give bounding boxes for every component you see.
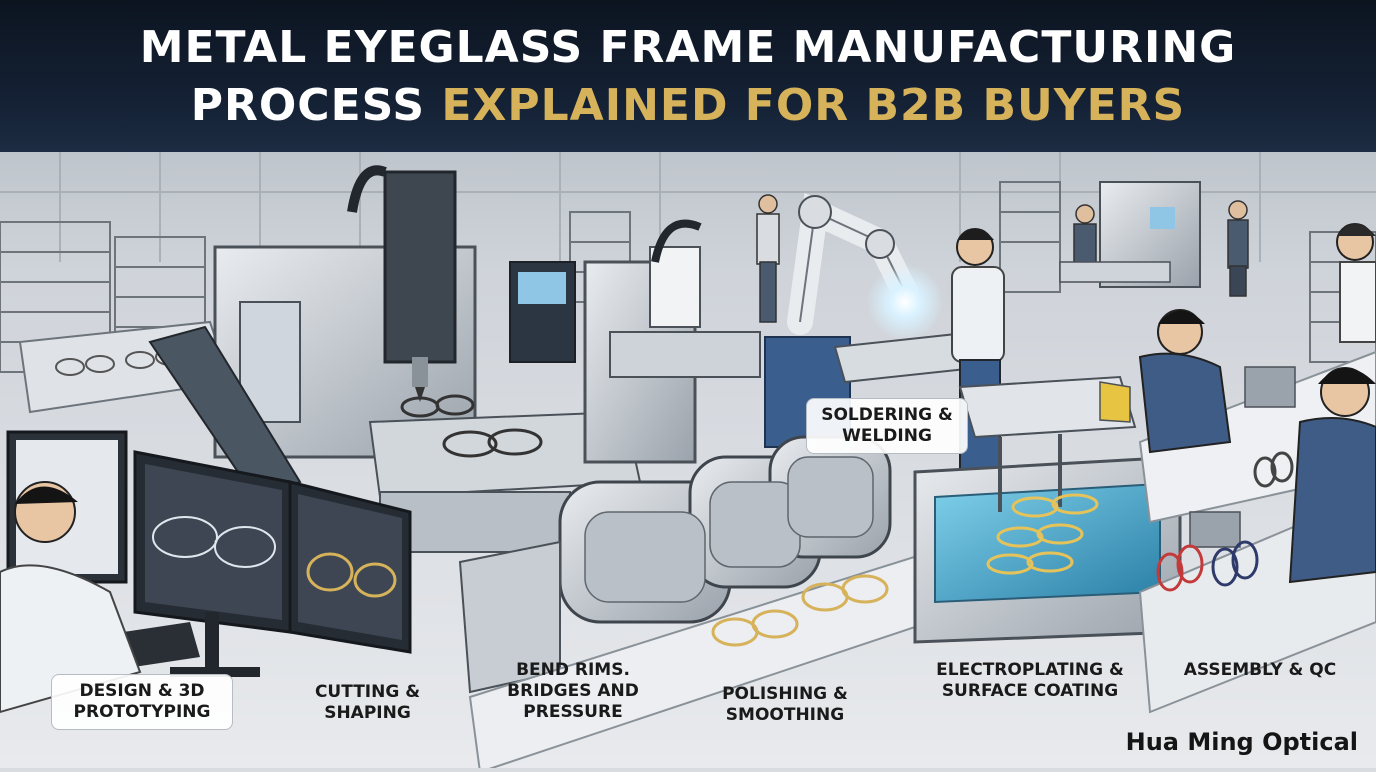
- step-label-cutting: CUTTING & SHAPING: [314, 682, 421, 723]
- title-line-2-gold: EXPLAINED FOR B2B BUYERS: [441, 80, 1186, 131]
- step-label-electroplating: ELECTROPLATING & SURFACE COATING: [936, 660, 1124, 701]
- step-label-design: DESIGN & 3D PROTOTYPING: [51, 674, 233, 730]
- title-line-2: PROCESS EXPLAINED FOR B2B BUYERS: [0, 80, 1376, 132]
- factory-illustration: DESIGN & 3D PROTOTYPING CUTTING & SHAPIN…: [0, 152, 1376, 772]
- factory-scene-drawing: [0, 152, 1376, 772]
- brand-name: Hua Ming Optical: [1125, 728, 1358, 756]
- step-label-soldering: SOLDERING & WELDING: [806, 398, 968, 454]
- step-label-assembly: ASSEMBLY & QC: [1183, 660, 1337, 680]
- step-label-polishing: POLISHING & SMOOTHING: [722, 684, 848, 725]
- title-banner: METAL EYEGLASS FRAME MANUFACTURING PROCE…: [0, 0, 1376, 152]
- title-line-2-white: PROCESS: [190, 80, 426, 131]
- title-line-1: METAL EYEGLASS FRAME MANUFACTURING: [139, 22, 1237, 73]
- step-label-bend: BEND RIMS. BRIDGES AND PRESSURE: [507, 660, 639, 722]
